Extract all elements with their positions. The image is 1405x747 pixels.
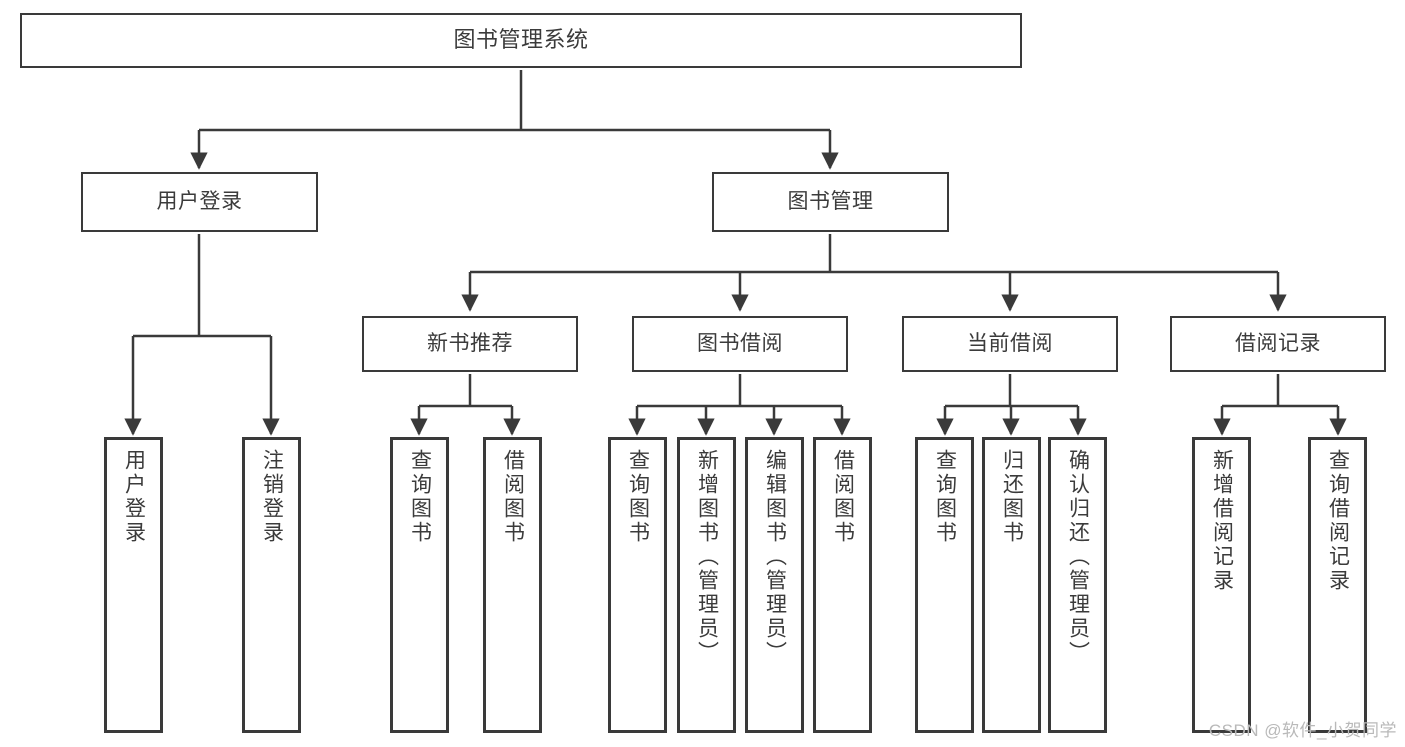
leaf-borrow-query-book[interactable]: 查询图书 — [608, 437, 667, 733]
leaf-recommend-query-book-label: 查询图书 — [408, 449, 432, 545]
leaf-current-query-book[interactable]: 查询图书 — [915, 437, 974, 733]
leaf-user-logout[interactable]: 注销登录 — [242, 437, 301, 733]
node-user-login[interactable]: 用户登录 — [81, 172, 318, 232]
leaf-borrow-add-book-admin[interactable]: 新增图书（管理员） — [677, 437, 736, 733]
leaf-user-login[interactable]: 用户登录 — [104, 437, 163, 733]
node-borrow-record-label: 借阅记录 — [1235, 331, 1321, 355]
leaf-record-add-record[interactable]: 新增借阅记录 — [1192, 437, 1251, 733]
node-book-management-label: 图书管理 — [787, 189, 874, 213]
leaf-recommend-query-book[interactable]: 查询图书 — [390, 437, 449, 733]
node-book-borrow-label: 图书借阅 — [697, 331, 783, 355]
node-user-login-label: 用户登录 — [156, 189, 243, 213]
leaf-borrow-query-book-label: 查询图书 — [626, 449, 650, 545]
node-root[interactable]: 图书管理系统 — [20, 13, 1022, 68]
leaf-current-return-book[interactable]: 归还图书 — [982, 437, 1041, 733]
leaf-borrow-borrow-book[interactable]: 借阅图书 — [813, 437, 872, 733]
leaf-current-confirm-return-admin-label: 确认归还（管理员） — [1066, 449, 1090, 665]
leaf-recommend-borrow-book-label: 借阅图书 — [501, 449, 525, 545]
leaf-current-confirm-return-admin[interactable]: 确认归还（管理员） — [1048, 437, 1107, 733]
leaf-borrow-edit-book-admin-label: 编辑图书（管理员） — [763, 449, 787, 665]
leaf-record-add-record-label: 新增借阅记录 — [1210, 449, 1234, 593]
node-root-label: 图书管理系统 — [453, 27, 589, 53]
node-current-borrow-label: 当前借阅 — [967, 331, 1053, 355]
leaf-borrow-add-book-admin-label: 新增图书（管理员） — [695, 449, 719, 665]
node-new-book-recommend[interactable]: 新书推荐 — [362, 316, 578, 372]
leaf-current-query-book-label: 查询图书 — [933, 449, 957, 545]
leaf-recommend-borrow-book[interactable]: 借阅图书 — [483, 437, 542, 733]
leaf-user-login-label: 用户登录 — [122, 449, 146, 545]
leaf-user-logout-label: 注销登录 — [260, 449, 284, 545]
leaf-current-return-book-label: 归还图书 — [1000, 449, 1024, 545]
node-current-borrow[interactable]: 当前借阅 — [902, 316, 1118, 372]
leaf-record-query-record-label: 查询借阅记录 — [1326, 449, 1350, 593]
leaf-borrow-borrow-book-label: 借阅图书 — [831, 449, 855, 545]
node-book-borrow[interactable]: 图书借阅 — [632, 316, 848, 372]
node-new-book-recommend-label: 新书推荐 — [427, 331, 513, 355]
node-book-management[interactable]: 图书管理 — [712, 172, 949, 232]
csdn-watermark: CSDN @软件_小贺同学 — [1208, 721, 1397, 740]
node-borrow-record[interactable]: 借阅记录 — [1170, 316, 1386, 372]
leaf-borrow-edit-book-admin[interactable]: 编辑图书（管理员） — [745, 437, 804, 733]
leaf-record-query-record[interactable]: 查询借阅记录 — [1308, 437, 1367, 733]
